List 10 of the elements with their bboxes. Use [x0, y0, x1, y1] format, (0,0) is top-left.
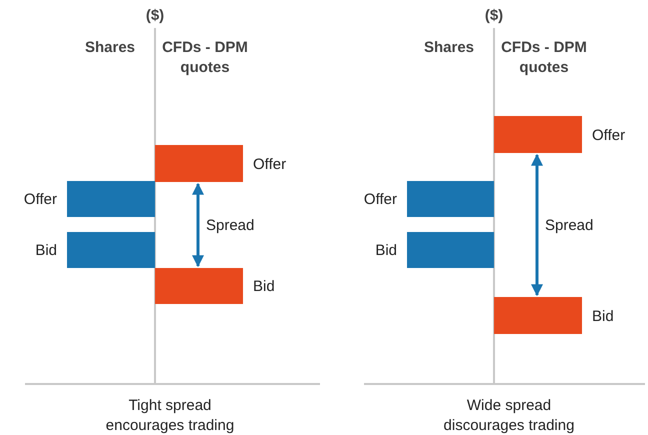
price-label: Bid — [253, 277, 275, 297]
price-label: Offer — [592, 126, 626, 146]
price-label: Bid — [35, 241, 57, 261]
price-label: Bid — [375, 241, 397, 261]
price-label: Offer — [253, 154, 286, 174]
double-arrow — [531, 154, 543, 296]
double-arrow — [192, 182, 204, 268]
price-label: Offer — [24, 190, 57, 210]
price-label: Bid — [592, 306, 614, 326]
price-label: Offer — [364, 190, 397, 210]
